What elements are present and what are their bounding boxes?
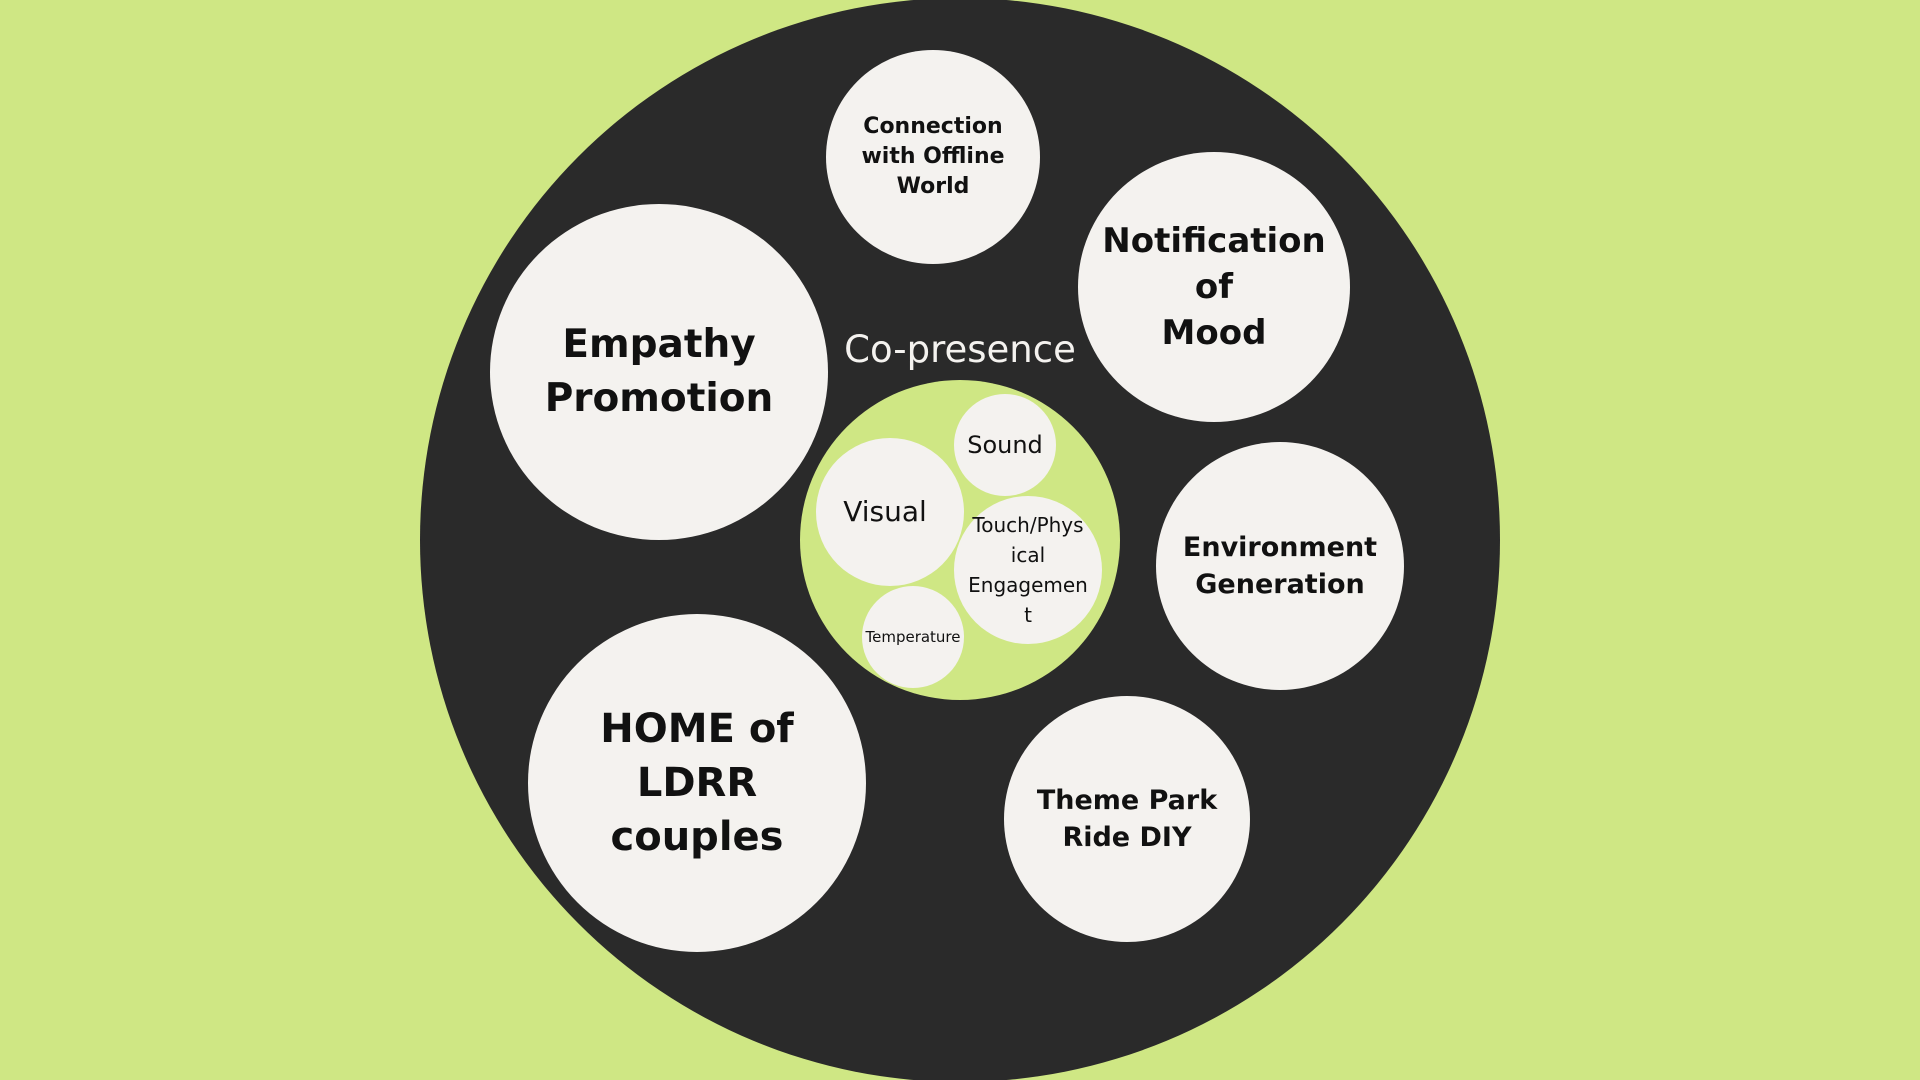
bubble-notification-of-mood: Notification of Mood <box>1078 152 1350 422</box>
bubble-environment-generation: Environment Generation <box>1156 442 1404 690</box>
bubble-label: Notification of Mood <box>1102 221 1326 353</box>
center-heading: Co-presence <box>844 328 1076 371</box>
bubble-label: Visual <box>843 495 927 528</box>
bubble-sound: Sound <box>954 394 1056 496</box>
bubble-label: Temperature <box>865 628 961 646</box>
bubble-label: Sound <box>967 431 1043 459</box>
bubble-label: Environment Generation <box>1182 532 1378 600</box>
bubble-empathy-promotion: Empathy Promotion <box>490 204 828 540</box>
bubble-label: Connection with Offline World <box>861 114 1005 199</box>
bubble-label: Theme Park Ride DIY <box>1036 785 1218 853</box>
bubble-home-ldrr-couples: HOME of LDRR couples <box>528 614 866 952</box>
bubble-label: HOME of LDRR couples <box>600 706 794 860</box>
bubble-label: Touch/Phys ical Engagemen t <box>968 513 1088 627</box>
bubble-temperature: Temperature <box>862 586 964 688</box>
bubble-theme-park-ride-diy: Theme Park Ride DIY <box>1004 696 1250 942</box>
bubble-touch-physical-engagement: Touch/Phys ical Engagemen t <box>954 496 1102 644</box>
bubble-connection-offline-world: Connection with Offline World <box>826 50 1040 264</box>
bubble-visual: Visual <box>816 438 964 586</box>
bubble-label: Empathy Promotion <box>544 322 774 421</box>
